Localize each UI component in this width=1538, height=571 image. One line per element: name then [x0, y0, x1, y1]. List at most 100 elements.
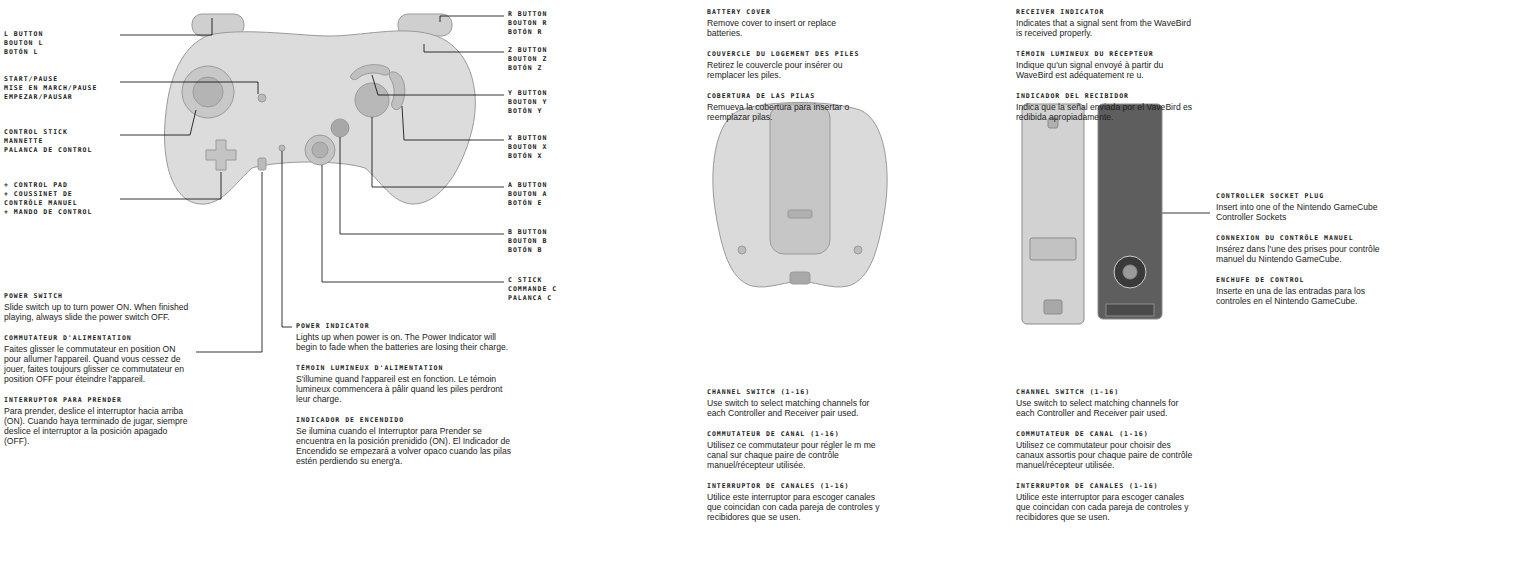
description: Utilisez ce commutateur pour choisir des…: [1016, 440, 1198, 470]
part-name: INTERRUPTOR DE CANALES (1-16): [1016, 482, 1198, 491]
description: Inserte en una de las entradas para los …: [1216, 286, 1398, 306]
description: Para prender, deslice el interruptor hac…: [4, 406, 192, 446]
controller: [164, 14, 475, 204]
receiver-back: [1098, 104, 1162, 319]
description: Use switch to select matching channels f…: [707, 398, 889, 418]
receiver-front: [1022, 104, 1084, 324]
part-name: COMMUTATEUR D'ALIMENTATION: [4, 334, 192, 343]
label-group: BATTERY COVERRemove cover to insert or r…: [707, 8, 867, 122]
label-group: CHANNEL SWITCH (1-16)Use switch to selec…: [1016, 388, 1198, 522]
part-name: POWER INDICATOR: [296, 322, 518, 331]
control-stick-cap: [193, 77, 223, 107]
label-group: CONTROLLER SOCKET PLUGInsert into one of…: [1216, 192, 1398, 306]
label-group: A BUTTONBOUTON ABOTÓN E: [508, 181, 608, 208]
foot: [738, 246, 746, 254]
b-button: [331, 119, 349, 137]
part-name: CHANNEL SWITCH (1-16): [707, 388, 889, 397]
channel-switch: [1044, 300, 1062, 314]
leader-line: [340, 137, 504, 234]
receiver: [1022, 104, 1162, 324]
controller-socket-plug: [1114, 256, 1146, 288]
part-name: Z BUTTON: [508, 46, 608, 55]
description: Lights up when power is on. The Power In…: [296, 332, 518, 352]
part-name: BOTÓN B: [508, 246, 608, 255]
part-name: PALANCA C: [508, 294, 608, 303]
plug-base: [1106, 304, 1154, 316]
part-name: MISE EN MARCH/PAUSE: [4, 84, 116, 93]
leader-line: [440, 16, 504, 22]
description: Utilice este interruptor para escoger ca…: [1016, 492, 1198, 522]
label-group: CONTROL STICKMANNETTEPALANCA DE CONTROL: [4, 128, 116, 155]
description: Se ilumina cuando el Interruptor para Pr…: [296, 426, 518, 466]
leader-line: [120, 82, 258, 94]
part-name: POWER SWITCH: [4, 292, 192, 301]
controller-body: [164, 31, 475, 204]
part-name: BOTÓN R: [508, 28, 608, 37]
part-name: R BUTTON: [508, 10, 608, 19]
part-name: + COUSSINET DE CONTRÔLE MANUEL: [4, 190, 116, 208]
description: Utilice este interruptor para escoger ca…: [707, 492, 889, 522]
description: Utilisez ce commutateur pour régler le m…: [707, 440, 889, 470]
leader-line: [120, 110, 196, 135]
part-name: PALANCA DE CONTROL: [4, 146, 116, 155]
part-name: RECEIVER INDICATOR: [1016, 8, 1198, 17]
part-name: INDICADOR DE ENCENDIDO: [296, 416, 518, 425]
leader-line: [282, 151, 292, 327]
part-name: MANNETTE: [4, 137, 116, 146]
label-group: L BUTTONBOUTON LBOTÓN L: [4, 30, 116, 57]
part-name: BOUTON X: [508, 143, 608, 152]
description: Faites glisser le commutateur en positio…: [4, 344, 192, 384]
part-name: BOUTON A: [508, 190, 608, 199]
description: Retirez le couvercle pour insérer ou rem…: [707, 60, 867, 80]
description: S'illumine quand l'appareil est en fonct…: [296, 374, 518, 404]
part-name: BOTÓN Y: [508, 107, 608, 116]
part-name: L BUTTON: [4, 30, 116, 39]
a-button: [355, 83, 389, 117]
part-name: CONTROLLER SOCKET PLUG: [1216, 192, 1398, 201]
part-name: B BUTTON: [508, 228, 608, 237]
leader-line: [372, 75, 504, 95]
part-name: C STICK: [508, 276, 608, 285]
part-name: BOUTON R: [508, 19, 608, 28]
part-name: EMPEZAR/PAUSAR: [4, 93, 116, 102]
part-name: BOTÓN Z: [508, 64, 608, 73]
x-button: [389, 72, 405, 110]
part-name: + CONTROL PAD: [4, 181, 116, 190]
part-name: COUVERCLE DU LOGEMENT DES PILES: [707, 50, 867, 59]
control-stick: [182, 66, 234, 118]
leader-line: [402, 106, 504, 140]
part-name: ENCHUFE DE CONTROL: [1216, 276, 1398, 285]
label-group: R BUTTONBOUTON RBOTÓN R: [508, 10, 608, 37]
part-name: BOUTON L: [4, 39, 116, 48]
description: Insérez dans l'une des prises pour contr…: [1216, 244, 1398, 264]
part-name: BOUTON Z: [508, 55, 608, 64]
channel-switch: [790, 272, 810, 284]
part-name: TÉMOIN LUMINEUX D'ALIMENTATION: [296, 364, 518, 373]
leader-line: [120, 18, 212, 35]
label-group: POWER SWITCHSlide switch up to turn powe…: [4, 292, 192, 446]
leader-lines: [120, 16, 1210, 352]
description: Slide switch up to turn power ON. When f…: [4, 302, 192, 322]
part-name: CHANNEL SWITCH (1-16): [1016, 388, 1198, 397]
description: Indicates that a signal sent from the Wa…: [1016, 18, 1198, 38]
controller-back: [713, 103, 887, 287]
description: Indica que la señal enviada por el VaveB…: [1016, 102, 1198, 122]
label-group: X BUTTONBOUTON XBOTÓN X: [508, 134, 608, 161]
control-pad: [206, 140, 236, 170]
part-name: COMMUTATEUR DE CANAL (1-16): [707, 430, 889, 439]
part-name: X BUTTON: [508, 134, 608, 143]
part-name: CONTROL STICK: [4, 128, 116, 137]
power-switch: [258, 158, 266, 170]
part-name: COMMANDE C: [508, 285, 608, 294]
receiver-grille: [1030, 238, 1076, 260]
foot: [854, 246, 862, 254]
part-name: + MANDO DE CONTROL: [4, 208, 116, 217]
part-name: BOTÓN L: [4, 48, 116, 57]
leader-line: [322, 165, 504, 282]
part-name: BATTERY COVER: [707, 8, 867, 17]
part-name: A BUTTON: [508, 181, 608, 190]
part-name: INDICADOR DEL RECIBIDOR: [1016, 92, 1198, 101]
part-name: INTERRUPTOR PARA PRENDER: [4, 396, 192, 405]
description: Use switch to select matching channels f…: [1016, 398, 1198, 418]
y-button: [351, 65, 390, 80]
